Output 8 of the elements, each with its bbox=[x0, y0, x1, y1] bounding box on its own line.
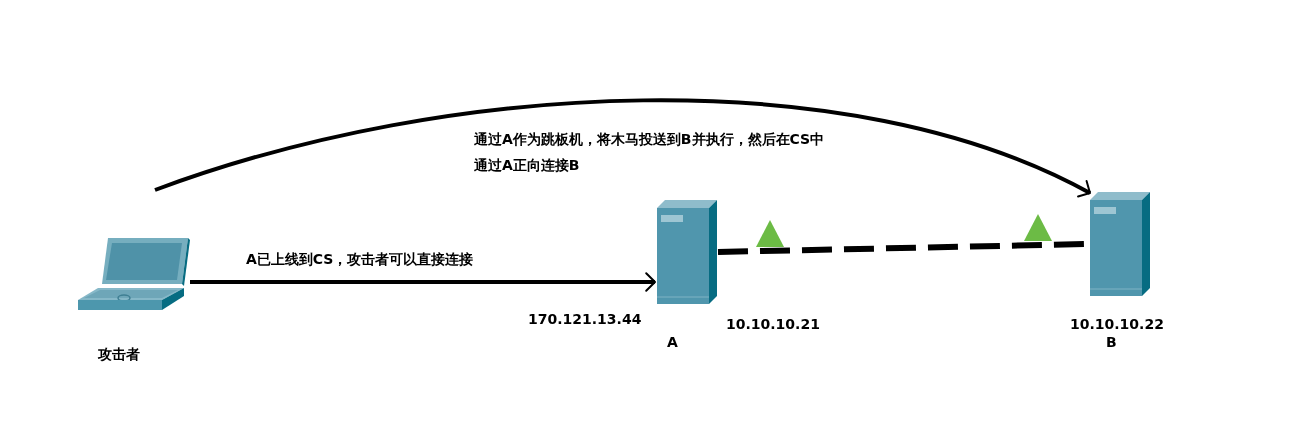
arrow bbox=[190, 272, 656, 292]
ip-address-label: 170.121.13.44 bbox=[528, 311, 642, 327]
device-label: B bbox=[1106, 334, 1117, 350]
ip-address-label: 10.10.10.22 bbox=[1070, 316, 1164, 332]
arrow bbox=[154, 98, 1091, 199]
device-label: A bbox=[667, 334, 678, 350]
ip-address-label: 10.10.10.21 bbox=[726, 316, 820, 332]
device-label: 攻击者 bbox=[98, 346, 140, 364]
